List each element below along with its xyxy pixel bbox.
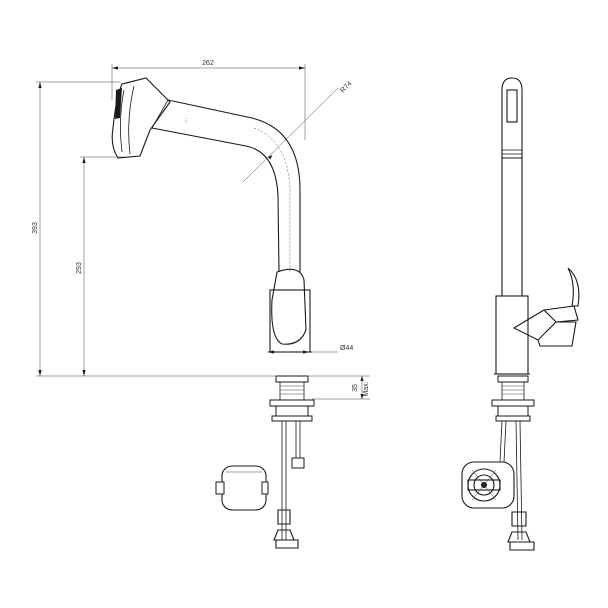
dimension-262-label: 262 — [202, 60, 214, 67]
dimension-r74-label: R74 — [339, 80, 353, 94]
dimension-293-label: 293 — [76, 262, 83, 274]
front-hose-weight — [461, 461, 515, 509]
front-lever — [512, 267, 580, 347]
front-supply-hoses — [499, 420, 535, 551]
hose-weight — [215, 465, 269, 511]
front-mounting-shank — [491, 375, 535, 422]
dimension-deck: 35 Max. — [312, 376, 370, 400]
dimension-height-total: 393 — [32, 81, 370, 377]
side-view: 262 R74 393 293 — [32, 60, 370, 549]
faucet-body — [268, 268, 312, 353]
front-view — [461, 77, 580, 551]
front-spray-head — [501, 77, 523, 159]
supply-hoses — [273, 421, 305, 549]
mounting-shank — [269, 375, 315, 422]
dimension-max-label: Max. — [363, 381, 370, 396]
dimension-393-label: 393 — [32, 222, 39, 234]
spray-head — [111, 77, 171, 159]
front-body — [494, 295, 530, 375]
dimension-35-label: 35 — [352, 384, 359, 392]
front-spout — [501, 158, 523, 296]
dimension-44-label: Ø44 — [340, 345, 353, 352]
dimension-height-spout: 293 — [76, 156, 124, 376]
dimension-width-top: 262 — [111, 60, 306, 140]
spout — [151, 99, 301, 273]
